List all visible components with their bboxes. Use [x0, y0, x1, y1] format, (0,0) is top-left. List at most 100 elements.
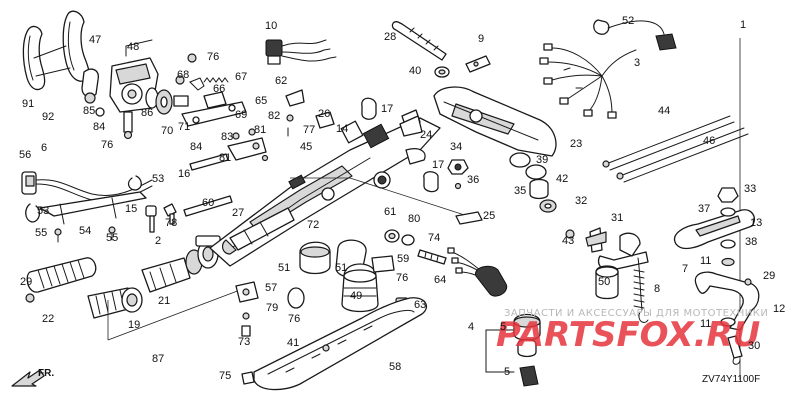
- callout-4: 4: [468, 321, 474, 333]
- callout-34: 34: [450, 141, 462, 153]
- callout-19: 19: [128, 319, 140, 331]
- callout-25: 25: [483, 210, 495, 222]
- bushings-17-39: [361, 97, 439, 193]
- callout-84: 84: [190, 141, 202, 153]
- grommet-41: [287, 287, 305, 309]
- callout-72: 72: [307, 219, 319, 231]
- tiller-shaft-27: [221, 207, 295, 255]
- callout-81: 81: [254, 124, 266, 136]
- callout-30: 30: [748, 340, 760, 352]
- callout-64: 64: [434, 274, 446, 286]
- stop-switch-4: [485, 313, 541, 387]
- cover-58: [253, 297, 427, 391]
- callout-17: 17: [432, 159, 444, 171]
- callout-24: 24: [420, 129, 432, 141]
- callout-66: 66: [213, 83, 225, 95]
- callout-27: 27: [232, 207, 244, 219]
- boot-49: [341, 263, 379, 313]
- callout-84: 84: [93, 121, 105, 133]
- bracket-12: [694, 271, 760, 331]
- callout-65: 65: [255, 95, 267, 107]
- bracket-62-82: [285, 89, 305, 137]
- callout-5: 5: [500, 321, 506, 333]
- callout-76: 76: [101, 139, 113, 151]
- callout-21: 21: [158, 295, 170, 307]
- callout-31: 31: [611, 212, 623, 224]
- callout-85: 85: [83, 105, 95, 117]
- callout-76: 76: [207, 51, 219, 63]
- callout-46: 46: [703, 135, 715, 147]
- callout-38: 38: [745, 236, 757, 248]
- tiller-bracket: [433, 86, 557, 168]
- spring-67: [203, 77, 229, 83]
- bolt-74: [417, 249, 447, 265]
- callout-37: 37: [698, 203, 710, 215]
- callout-83: 83: [221, 131, 233, 143]
- callout-12: 12: [773, 303, 785, 315]
- callout-43: 43: [562, 235, 574, 247]
- callout-48: 48: [127, 41, 139, 53]
- clip-9: [465, 55, 491, 73]
- callout-39: 39: [536, 154, 548, 166]
- callout-76: 76: [396, 272, 408, 284]
- bracket-57: [235, 281, 259, 337]
- callout-81: 81: [219, 152, 231, 164]
- callout-63: 63: [414, 299, 426, 311]
- callout-55: 55: [106, 232, 118, 244]
- rod-16: [183, 153, 233, 217]
- callout-82: 82: [268, 110, 280, 122]
- throttle-mechanism: [109, 39, 159, 140]
- callout-15: 15: [125, 203, 137, 215]
- callout-79: 79: [266, 302, 278, 314]
- callout-47: 47: [89, 34, 101, 46]
- nut-34-36: [447, 159, 469, 190]
- callout-23: 23: [570, 138, 582, 150]
- callout-50: 50: [598, 276, 610, 288]
- callout-26: 26: [318, 108, 330, 120]
- callout-52: 52: [622, 15, 634, 27]
- callout-70: 70: [161, 125, 173, 137]
- grip-bracket: [81, 68, 105, 117]
- bracket-84-81: [227, 137, 267, 161]
- lever-13: [674, 209, 756, 250]
- callout-5: 5: [504, 366, 510, 378]
- callout-13: 13: [750, 217, 762, 229]
- callout-10: 10: [265, 20, 277, 32]
- callout-77: 77: [303, 124, 315, 136]
- callout-51: 51: [278, 262, 290, 274]
- callout-9: 9: [478, 33, 484, 45]
- callout-17: 17: [381, 103, 393, 115]
- front-arrow-icon: [11, 369, 45, 387]
- callout-32: 32: [575, 195, 587, 207]
- callout-92: 92: [42, 111, 54, 123]
- callout-16: 16: [178, 168, 190, 180]
- throttle-link-plate: [181, 91, 269, 162]
- callout-59: 59: [397, 253, 409, 265]
- callout-80: 80: [408, 213, 420, 225]
- pivot-bolt-28: [391, 21, 450, 78]
- throttle-core-21: [141, 235, 221, 293]
- control-cables: [602, 115, 749, 183]
- callout-22: 22: [42, 313, 54, 325]
- callout-62: 62: [275, 75, 287, 87]
- bolt-33-37-38: [717, 187, 739, 267]
- callout-42: 42: [556, 173, 568, 185]
- callout-49: 49: [350, 290, 362, 302]
- callout-51: 51: [335, 262, 347, 274]
- callout-58: 58: [389, 361, 401, 373]
- callout-87: 87: [152, 353, 164, 365]
- callout-40: 40: [409, 65, 421, 77]
- callout-56: 56: [19, 149, 31, 161]
- callout-8: 8: [654, 283, 660, 295]
- wire-harness-10: [265, 39, 337, 65]
- collar-50: [595, 265, 619, 300]
- cable-guide-24: [399, 115, 423, 137]
- throttle-shaft-22: [87, 287, 143, 319]
- callout-14: 14: [336, 123, 348, 135]
- callout-57: 57: [265, 282, 277, 294]
- callout-36: 36: [467, 174, 479, 186]
- plate-25: [455, 211, 483, 225]
- callout-55: 55: [35, 227, 47, 239]
- callout-53: 53: [152, 173, 164, 185]
- callout-11: 11: [700, 318, 711, 330]
